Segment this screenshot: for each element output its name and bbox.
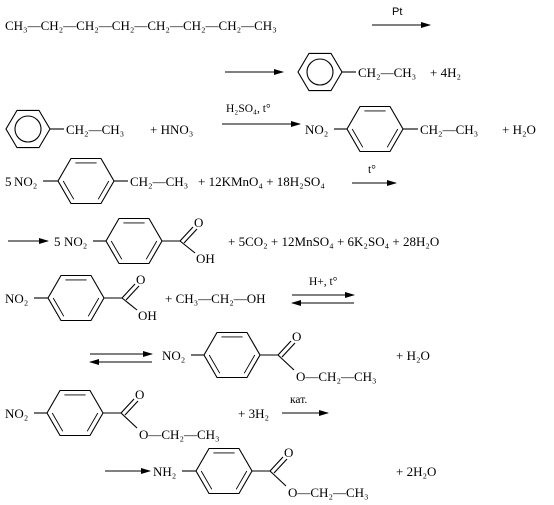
hydrogen-reagent: + 3H₂ bbox=[238, 406, 269, 421]
coefficient-5-product: 5 bbox=[54, 234, 61, 249]
oxidant-reagents: + 12KMnO₄ + 18H₂SO₄ bbox=[198, 174, 325, 189]
benzene-ring-ethylbenzene bbox=[297, 52, 343, 92]
ester-carbonyl-oxygen-benzocaine: O bbox=[284, 445, 293, 460]
carbonyl-oxygen: O bbox=[194, 215, 203, 230]
nitro-group-r3: NO₂ bbox=[14, 174, 37, 189]
octane-formula: CH₃—CH₂—CH₂—CH₂—CH₂—CH₂—CH₂—CH₃ bbox=[5, 18, 277, 33]
benzene-ring-nitroethyl bbox=[346, 105, 404, 153]
carboxyl-group-r4 bbox=[104, 283, 140, 311]
nitro-group-r5: NO₂ bbox=[5, 406, 28, 421]
benzene-ring-ester bbox=[203, 331, 261, 379]
acid-catalysis-conditions: H+, t° bbox=[309, 276, 338, 288]
ester-group-r5 bbox=[103, 398, 139, 429]
ester-carbonyl-oxygen: O bbox=[292, 329, 301, 344]
ester-carbonyl-oxygen-r5: O bbox=[135, 387, 144, 402]
catalyst-pt: Pt bbox=[392, 6, 402, 18]
coefficient-5: 5 bbox=[5, 174, 12, 189]
benzene-ring-r4 bbox=[47, 274, 105, 322]
nitro-group: NO₂ bbox=[305, 122, 328, 137]
ethylbenzene-chain: CH₂—CH₃ bbox=[358, 65, 416, 80]
benzene-ring-reactant bbox=[5, 109, 51, 149]
hydrogen-product: + 4H₂ bbox=[430, 65, 461, 80]
nitric-acid: + HNO₃ bbox=[150, 122, 193, 137]
ethyl-chain-reactant: CH₂—CH₃ bbox=[66, 122, 124, 137]
nitro-group-ester: NO₂ bbox=[162, 348, 185, 363]
benzene-ring-acid bbox=[105, 217, 163, 265]
carbonyl-oxygen-r4: O bbox=[136, 272, 145, 287]
ethanol: + CH₃—CH₂—OH bbox=[165, 291, 266, 306]
ethyl-chain-r3: CH₂—CH₃ bbox=[130, 174, 188, 189]
ethoxy-chain-r5: O—CH₂—CH₃ bbox=[139, 427, 220, 442]
amino-group: NH₂ bbox=[153, 464, 176, 479]
heating-conditions-r3: t° bbox=[368, 164, 376, 176]
ethoxy-chain-benzocaine: O—CH₂—CH₃ bbox=[288, 485, 369, 500]
benzene-ring-r3 bbox=[57, 157, 115, 205]
ester-group-benzocaine bbox=[252, 456, 288, 487]
water-product-5: + 2H₂O bbox=[396, 464, 436, 479]
ester-group bbox=[260, 340, 296, 371]
benzene-ring-benzocaine bbox=[195, 447, 253, 495]
carboxyl-group bbox=[162, 226, 198, 254]
benzene-ring-r5 bbox=[46, 389, 104, 437]
nitro-group-r4: NO₂ bbox=[5, 291, 28, 306]
water-product-2: + H₂O bbox=[502, 122, 536, 137]
nitration-conditions: H₂SO₄, t° bbox=[226, 103, 271, 115]
hydroxyl-group-r4: OH bbox=[138, 308, 157, 323]
hydroxyl-group: OH bbox=[196, 251, 215, 266]
ethoxy-chain: O—CH₂—CH₃ bbox=[296, 369, 377, 384]
oxidation-byproducts: + 5CO₂ + 12MnSO₄ + 6K₂SO₄ + 28H₂O bbox=[228, 234, 439, 249]
water-product-4: + H₂O bbox=[396, 348, 430, 363]
nitro-group-acid: NO₂ bbox=[64, 234, 87, 249]
ethyl-chain-product: CH₂—CH₃ bbox=[420, 122, 478, 137]
catalyst-label: кат. bbox=[290, 394, 307, 406]
